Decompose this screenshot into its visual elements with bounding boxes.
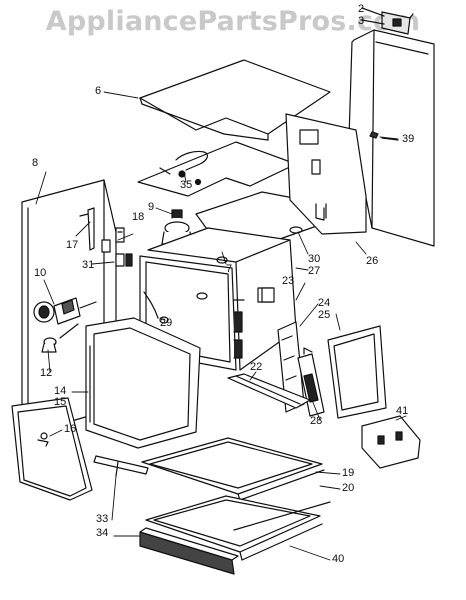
part-gasket-15	[12, 398, 92, 500]
callout-29: 29	[160, 317, 173, 329]
callout-8: 8	[32, 157, 39, 169]
part-door-frame-14	[86, 318, 200, 448]
part-drawer-40	[146, 496, 330, 560]
part-bracket-2-3	[362, 8, 413, 34]
callout-28: 28	[310, 415, 323, 427]
watermark-text: AppliancePartsPros.com	[45, 6, 421, 37]
part-bracket-33	[94, 456, 148, 476]
callout-10: 10	[34, 267, 47, 279]
callout-14: 14	[54, 385, 67, 397]
callout-18: 18	[132, 211, 145, 223]
part-motor-10	[34, 298, 96, 324]
part-31	[116, 254, 132, 266]
part-clip-16	[38, 433, 48, 446]
part-switch-18	[102, 228, 124, 252]
part-top-panel-6	[140, 60, 330, 140]
callout-19: 19	[342, 467, 355, 479]
callout-17: 17	[66, 239, 79, 251]
part-inner-back-wall	[286, 114, 366, 234]
callout-26: 26	[366, 255, 379, 267]
callout-27: 27	[308, 265, 321, 277]
callout-9: 9	[148, 201, 155, 213]
callout-7: 7	[226, 263, 233, 275]
part-bracket-17	[80, 208, 94, 250]
callout-3: 3	[358, 15, 365, 27]
callout-23: 23	[282, 275, 295, 287]
callout-2: 2	[358, 3, 365, 15]
part-bracket-41	[362, 416, 420, 468]
callout-33: 33	[96, 513, 109, 525]
callout-12: 12	[40, 367, 53, 379]
leader-lines	[36, 92, 406, 560]
part-hinge-28	[298, 348, 324, 416]
callout-39: 39	[402, 133, 415, 145]
callout-34: 34	[96, 527, 109, 539]
part-bottom-panel-19	[142, 438, 324, 500]
callout-41: 41	[396, 405, 409, 417]
callout-24: 24	[318, 297, 331, 309]
part-bulb-12	[42, 324, 78, 352]
part-kickplate-34	[140, 528, 238, 574]
callout-15: 15	[54, 396, 67, 408]
part-rail-22	[228, 374, 310, 408]
callout-30: 30	[308, 253, 321, 265]
callout-22: 22	[250, 361, 263, 373]
part-latch-23	[262, 288, 274, 302]
callout-20: 20	[342, 482, 355, 494]
callout-16: 16	[64, 423, 77, 435]
callout-35: 35	[180, 179, 193, 191]
part-top-cover-35	[138, 142, 296, 196]
callout-40: 40	[332, 553, 345, 565]
callout-6: 6	[95, 85, 102, 97]
callout-25: 25	[318, 309, 331, 321]
callout-31: 31	[82, 259, 95, 271]
part-door-panel-25	[328, 326, 386, 418]
